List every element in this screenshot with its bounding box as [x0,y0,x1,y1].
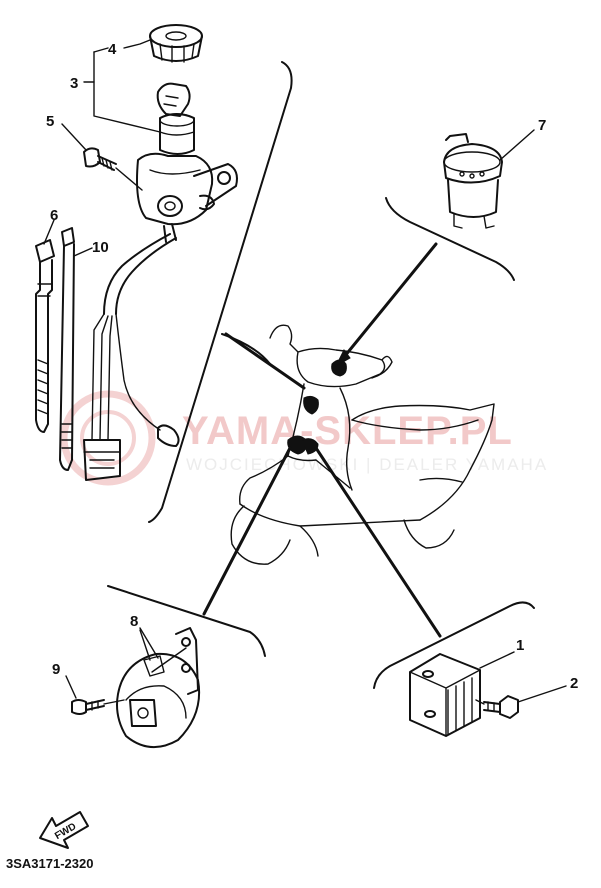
part-1-rectifier [409,651,515,737]
leader-line-ignition [224,332,306,390]
scooter-location-marker-3 [303,395,319,415]
callout-4: 4 [108,41,117,58]
leader-line-rectifier [314,446,442,638]
callout-8: 8 [130,613,138,630]
callout-1: 1 [516,637,524,654]
watermark-logo-icon [60,390,156,486]
watermark: YAMA-SKLEP.PL WOJCIECHOWSKI | DEALER YAM… [60,390,548,486]
diagram-part-code: 3SA3171-2320 [6,856,93,871]
watermark-brand: YAMA-SKLEP.PL [182,409,513,453]
upper-right-bracket [385,197,515,281]
callout-6: 6 [50,207,58,224]
lower-left-bracket [107,585,266,657]
watermark-tagline: WOJCIECHOWSKI | DEALER YAMAHA [186,455,548,474]
callout-7: 7 [538,117,546,134]
leader-line-horn [202,446,292,616]
part-5-screw [83,147,143,191]
callout-2: 2 [570,675,578,692]
part-7-relay [443,129,535,229]
callout-10: 10 [92,239,109,256]
leader-arrowhead-relay [334,349,351,368]
part-6-cable-tie [35,239,55,433]
part-8-horn [116,627,201,748]
part-3-main-switch [83,82,238,481]
callout-leaders [43,39,161,661]
lower-right-bracket [373,601,535,689]
fwd-arrow-icon: FWD [39,811,89,849]
leader-line-relay [338,242,438,364]
scooter-outline [230,324,495,565]
left-group-bracket [148,61,293,523]
callout-5: 5 [46,113,54,130]
part-9-screw [65,675,125,715]
callout-3: 3 [70,75,78,92]
part-2-bolt [475,685,567,719]
callout-9: 9 [52,661,60,678]
part-4-key-cover [149,24,203,63]
part-10-cable-tie [59,227,75,471]
callout-labels: 1 2 3 4 5 6 7 8 9 10 [46,41,578,692]
